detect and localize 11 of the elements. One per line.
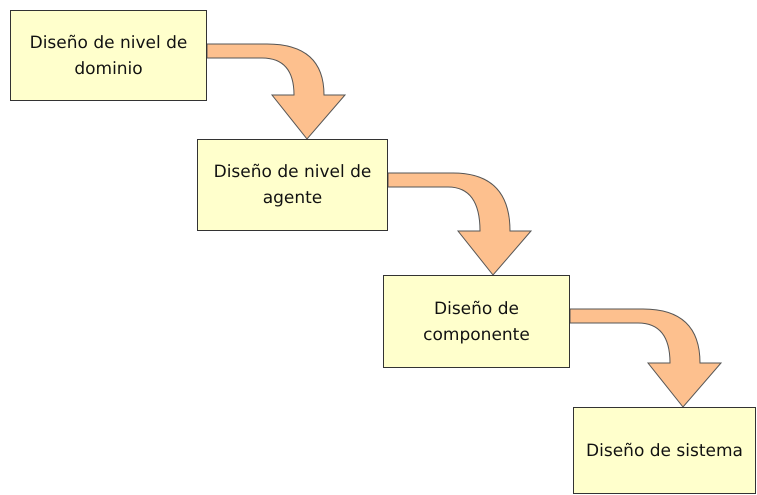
curved-block-arrow bbox=[388, 172, 532, 276]
process-box bbox=[573, 407, 756, 494]
box-label: Diseño de componente bbox=[422, 298, 531, 346]
box-label: Diseño de nivel de agente bbox=[212, 161, 372, 210]
curved-block-arrow bbox=[206, 44, 346, 140]
process-box bbox=[10, 10, 207, 101]
box-label: Diseño de sistema bbox=[586, 440, 743, 462]
curved-block-arrow bbox=[570, 308, 722, 408]
process-box bbox=[383, 275, 570, 368]
process-box bbox=[197, 139, 388, 231]
box-label: Diseño de nivel de dominio bbox=[28, 32, 188, 80]
